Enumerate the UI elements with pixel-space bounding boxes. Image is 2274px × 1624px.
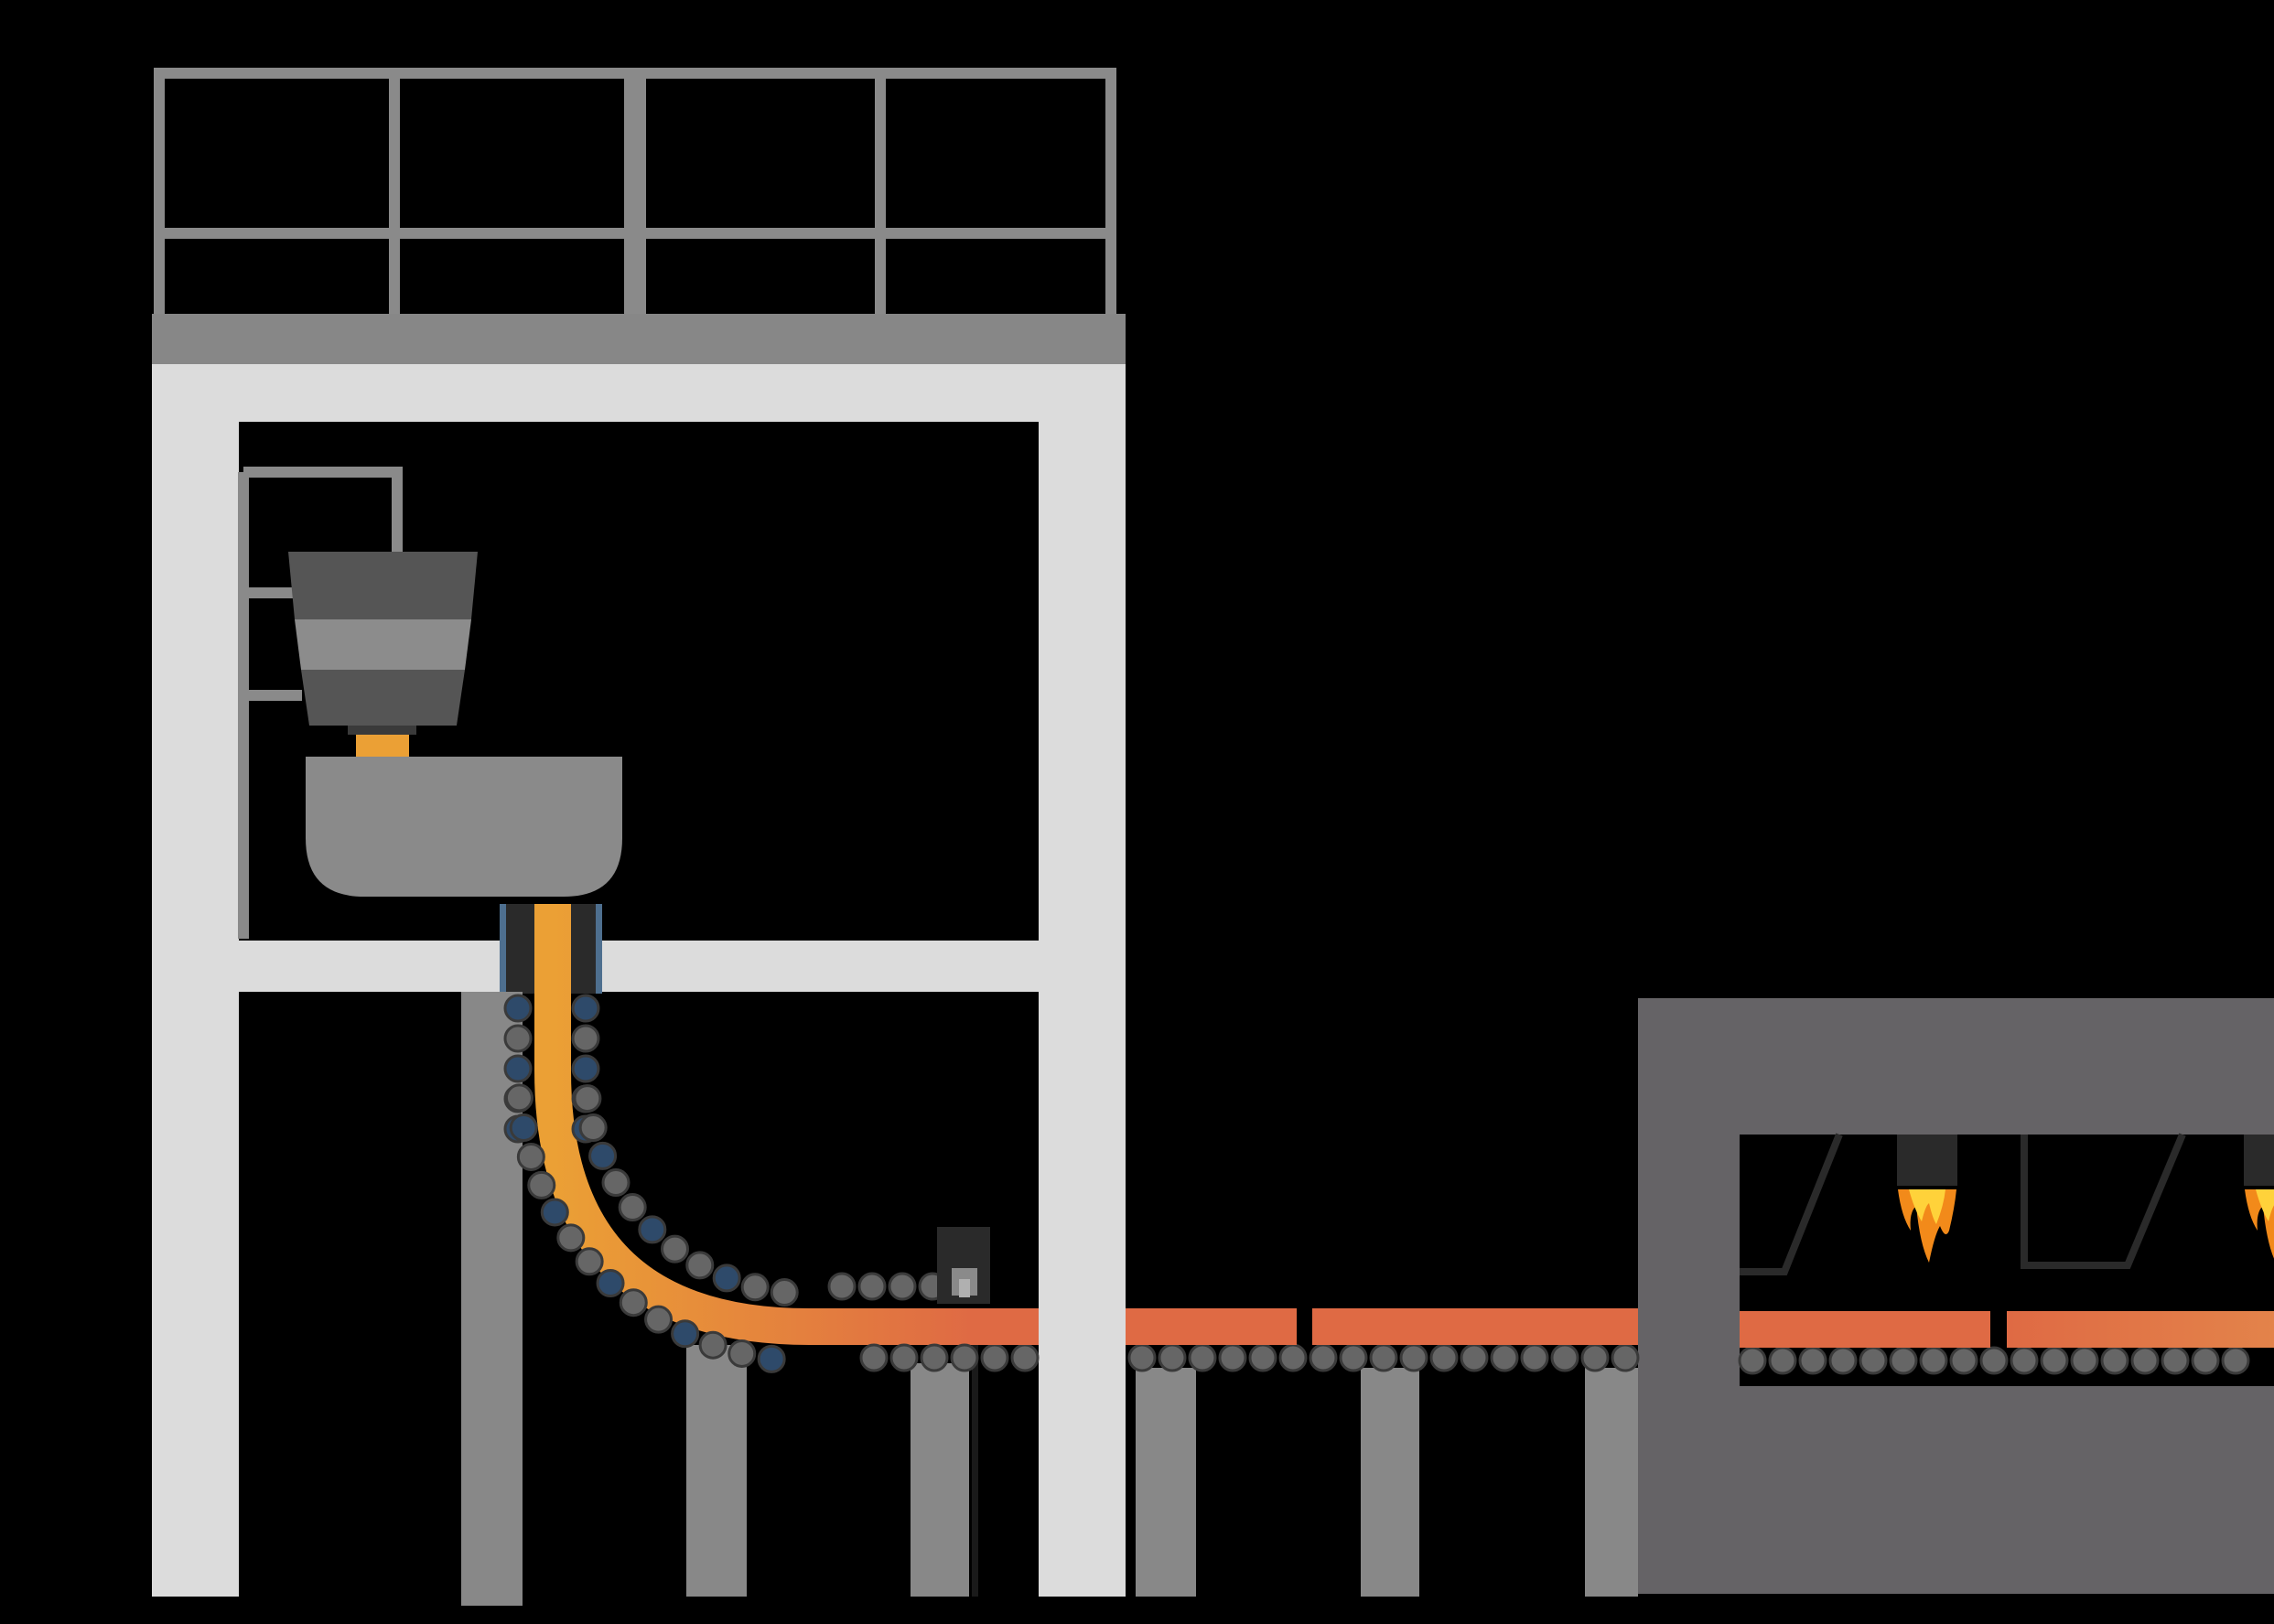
furnace-baffles xyxy=(1740,1133,2186,1275)
roller xyxy=(588,1141,618,1170)
roller xyxy=(638,1215,667,1244)
roller xyxy=(575,1247,604,1276)
roller xyxy=(698,1330,727,1360)
roller xyxy=(618,1193,647,1222)
roller xyxy=(1188,1343,1217,1372)
roller xyxy=(1490,1343,1519,1372)
roller xyxy=(2161,1346,2190,1375)
roller xyxy=(503,1024,533,1053)
roller xyxy=(1158,1343,1187,1372)
support-legs xyxy=(461,992,1638,1606)
roller xyxy=(1979,1346,2009,1375)
roller xyxy=(1369,1343,1398,1372)
roller xyxy=(1127,1343,1157,1372)
roller xyxy=(859,1343,889,1372)
roller xyxy=(1550,1343,1579,1372)
roller xyxy=(1828,1346,1858,1375)
burner-icon xyxy=(2244,1135,2274,1186)
roller xyxy=(757,1344,786,1373)
roller xyxy=(980,1343,1009,1372)
burners xyxy=(1897,1135,2274,1263)
roller xyxy=(509,1113,538,1143)
roller xyxy=(2191,1346,2220,1375)
roller xyxy=(2100,1346,2129,1375)
roller xyxy=(2130,1346,2160,1375)
roller xyxy=(1949,1346,1978,1375)
roller xyxy=(1768,1346,1797,1375)
ladle-bracket xyxy=(238,467,403,939)
roller xyxy=(2070,1346,2099,1375)
roller xyxy=(1889,1346,1918,1375)
roller xyxy=(516,1142,545,1171)
roller xyxy=(596,1268,625,1297)
slab-segment xyxy=(1312,1308,1638,1345)
roller xyxy=(2010,1346,2039,1375)
slab-in-furnace xyxy=(2007,1311,2274,1348)
roller xyxy=(619,1288,648,1317)
roller xyxy=(503,1054,533,1083)
roller xyxy=(888,1272,917,1301)
roller xyxy=(644,1305,674,1334)
molten-strand xyxy=(534,904,972,1345)
roller xyxy=(571,1024,600,1053)
roller xyxy=(660,1234,689,1264)
cutter-support-rod xyxy=(972,1308,978,1597)
roller xyxy=(601,1168,630,1198)
roller xyxy=(685,1251,715,1280)
roller xyxy=(770,1278,799,1307)
top-deck xyxy=(152,314,1126,364)
slab-under-tower xyxy=(972,1308,1039,1345)
roller xyxy=(1798,1346,1827,1375)
roller xyxy=(1278,1343,1308,1372)
roller xyxy=(2040,1346,2069,1375)
roller xyxy=(556,1223,586,1253)
roller xyxy=(1859,1346,1888,1375)
roller xyxy=(578,1113,608,1143)
roller xyxy=(527,1170,556,1199)
roller xyxy=(571,994,600,1023)
roller xyxy=(1399,1343,1428,1372)
roller xyxy=(1520,1343,1549,1372)
burner-icon xyxy=(1897,1135,1957,1186)
roller xyxy=(540,1198,569,1227)
roller xyxy=(950,1343,979,1372)
roller xyxy=(727,1339,757,1368)
roller xyxy=(857,1272,887,1301)
roller xyxy=(1919,1346,1948,1375)
roller xyxy=(571,1054,600,1083)
roller xyxy=(573,1084,602,1113)
roller xyxy=(1580,1343,1610,1372)
roller xyxy=(1339,1343,1368,1372)
tower-frame xyxy=(152,364,1126,1597)
roller xyxy=(671,1319,700,1349)
torch-cutter-icon xyxy=(937,1227,990,1304)
roller xyxy=(503,994,533,1023)
roller xyxy=(920,1343,949,1372)
roller xyxy=(1309,1343,1338,1372)
slabs xyxy=(972,1308,2274,1348)
roller xyxy=(740,1273,770,1302)
roller xyxy=(1248,1343,1277,1372)
furnace xyxy=(1638,998,2274,1594)
roller xyxy=(712,1264,741,1293)
roller xyxy=(827,1272,857,1301)
slab-segment xyxy=(1126,1308,1297,1345)
flame-inner xyxy=(2256,1189,2274,1221)
ladle-icon xyxy=(288,552,478,758)
roller xyxy=(504,1083,533,1113)
roller xyxy=(2221,1346,2250,1375)
roller xyxy=(889,1343,919,1372)
roller xyxy=(1611,1343,1640,1372)
roller xyxy=(1010,1343,1040,1372)
roller xyxy=(1429,1343,1459,1372)
roller xyxy=(1218,1343,1247,1372)
roller xyxy=(1460,1343,1489,1372)
flame-inner xyxy=(1909,1189,1945,1224)
rollers xyxy=(503,994,2250,1375)
slab-in-furnace xyxy=(1740,1311,1990,1348)
roller xyxy=(1738,1346,1767,1375)
tundish-icon xyxy=(306,757,622,897)
